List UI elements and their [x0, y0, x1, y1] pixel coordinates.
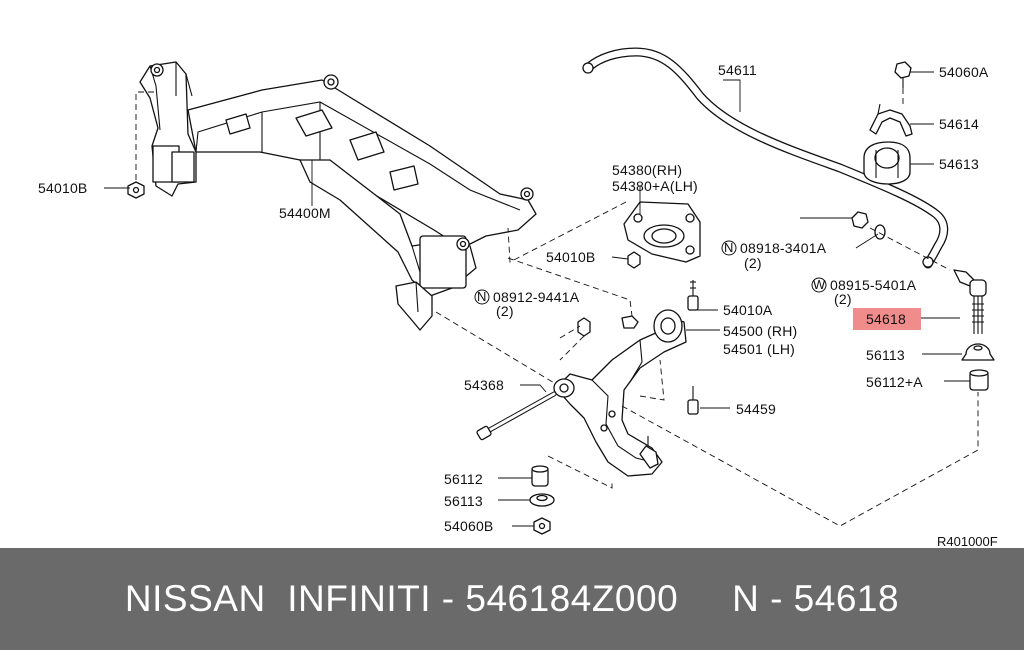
banner-spacer: [678, 578, 732, 619]
banner-text: NISSAN INFINITI - 546184Z000 N - 54618: [125, 578, 899, 620]
label-54611: 54611: [718, 62, 757, 78]
label-56113-left: 56113: [444, 493, 483, 509]
label-54618: 54618: [866, 311, 906, 327]
reference-code: R401000F: [937, 534, 998, 548]
stabilizer-mount-drawing: [851, 61, 913, 240]
label-54010b-mid: 54010B: [546, 249, 595, 265]
label-08918-3401a: 08918-3401A: [740, 240, 827, 256]
label-54060b: 54060B: [444, 518, 493, 534]
label-54614: 54614: [939, 116, 979, 132]
label-54501-lh: 54501 (LH): [723, 341, 795, 357]
part-labels: 54611 54060A 54614 54613 54380(RH) 54380…: [38, 62, 998, 548]
label-54380-rh: 54380(RH): [612, 162, 682, 178]
exploded-view-drawing: 54611 54060A 54614 54613 54380(RH) 54380…: [38, 47, 998, 548]
label-54010a: 54010A: [723, 302, 773, 318]
hardware-drawing: [127, 181, 699, 535]
label-54368: 54368: [464, 377, 504, 393]
label-54613: 54613: [939, 156, 979, 172]
label-54400m: 54400M: [279, 205, 331, 221]
parts-diagram: 54611 54060A 54614 54613 54380(RH) 54380…: [38, 47, 998, 548]
stabilizer-link-drawing: [953, 269, 995, 391]
leader-lines: [104, 71, 970, 527]
label-56113-right: 56113: [866, 347, 905, 363]
label-54459: 54459: [736, 401, 776, 417]
qty-08915: (2): [834, 291, 852, 307]
stabilizer-bar-drawing: [582, 47, 949, 269]
label-56112: 56112: [444, 471, 483, 487]
part-number-banner: NISSAN INFINITI - 546184Z000 N - 54618: [0, 548, 1024, 650]
brand-part-number: NISSAN INFINITI - 546184Z000: [124, 578, 679, 619]
label-56112a: 56112+A: [866, 374, 923, 390]
label-54060a: 54060A: [939, 64, 989, 80]
catalog-reference: N - 54618: [732, 578, 900, 619]
assembly-dashed-lines: [135, 91, 979, 527]
symbol-n-08918: N: [724, 240, 733, 255]
symbol-n-08912: N: [477, 289, 486, 304]
label-54380a-lh: 54380+A(LH): [612, 178, 698, 194]
label-54010b-left: 54010B: [38, 180, 87, 196]
transverse-link-drawing: [553, 309, 687, 477]
qty-08918: (2): [744, 255, 762, 271]
qty-08912: (2): [496, 303, 514, 319]
bracket-54380-drawing: [623, 201, 701, 311]
suspension-member-drawing: [139, 61, 537, 331]
label-08915-5401a: 08915-5401A: [830, 277, 917, 293]
label-08912-9441a: 08912-9441A: [493, 289, 580, 305]
symbol-w-08915: W: [813, 277, 826, 292]
target-part-highlight: [853, 308, 921, 330]
label-54500-rh: 54500 (RH): [723, 323, 797, 339]
